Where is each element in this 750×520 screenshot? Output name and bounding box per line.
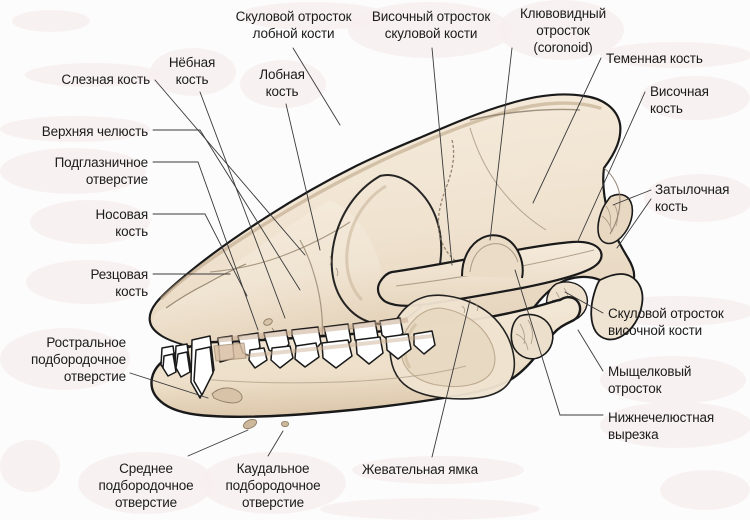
leader-masseteric-fossa (431, 299, 471, 458)
label-maxilla: Верхняя челюсть (41, 124, 148, 139)
mental-foramen-rostral (211, 387, 243, 404)
label-coronoid-process: Клювовидный отросток (coronoid) (519, 6, 607, 55)
label-condylar-process: Мыщелковый отросток (608, 364, 692, 396)
skull-bones (148, 93, 644, 430)
infraorbital-foramen-mark (263, 318, 273, 326)
leader-occipital-bone (612, 189, 652, 206)
lower-m2 (385, 333, 412, 360)
temporal-line (469, 127, 547, 231)
label-incisive-bone: Резцовая кость (90, 267, 148, 299)
diastema-shading (213, 342, 247, 362)
label-lacrimal-bone: Слезная кость (61, 72, 150, 87)
leader-palatine-bone (199, 91, 286, 319)
leader-infraorbital-foramen (152, 161, 259, 331)
label-masseteric-fossa: Жевательная ямка (362, 462, 478, 477)
leader-temporal-bone (577, 91, 646, 242)
leader-lines (129, 47, 652, 458)
leader-rostral-mental-foramen (129, 372, 209, 399)
coronoid-process (461, 234, 524, 279)
leader-zygomatic-process-of-temporal-bone (564, 291, 604, 314)
upper-gum-line (217, 317, 409, 343)
lower-carnassial (321, 339, 353, 369)
lower-pm2 (270, 345, 294, 369)
label-caudal-mental-foramen: Каудальное подбородочное отверстие (225, 461, 321, 510)
lower-m1 (355, 336, 384, 365)
label-parietal-bone: Теменная кость (606, 51, 703, 66)
muzzle-mass (152, 200, 391, 360)
label-zygomatic-process-of-temporal-bone: Скуловой отросток височной кости (608, 306, 724, 338)
label-palatine-bone: Нёбная кость (168, 55, 216, 87)
coronoid-inner (469, 243, 519, 273)
mental-foramen-middle (242, 418, 258, 430)
label-rostral-mental-foramen: Ростральное подбородочное отверстие (30, 335, 126, 384)
leader-occipital-bone-b (616, 198, 652, 249)
lower-pm1 (248, 347, 268, 369)
leader-condylar-process (577, 329, 604, 372)
dorsal-profile-shadow (160, 101, 602, 300)
leader-middle-mental-foramen (187, 429, 249, 457)
leader-temporal-process-of-zygomatic-bone (431, 47, 453, 266)
lower-canine (193, 346, 214, 396)
lower-incisor-2 (175, 351, 191, 378)
label-nasal-bone: Носовая кость (95, 207, 149, 239)
leader-zygomatic-process-of-frontal-bone (292, 47, 341, 126)
label-occipital-bone: Затылочная кость (655, 182, 730, 214)
leader-caudal-mental-foramen (267, 430, 284, 457)
occipital-region (590, 273, 644, 341)
leader-nasal-bone (152, 213, 248, 297)
nasal-maxilla-suture (209, 221, 351, 273)
lower-tooth-row (162, 330, 436, 396)
leader-mandibular-notch-b (514, 269, 561, 416)
mental-foramen-caudal (280, 420, 290, 428)
label-infraorbital-foramen: Подглазничное отверстие (54, 155, 149, 187)
label-frontal-bone: Лобная кость (259, 67, 305, 99)
label-temporal-bone: Височная кость (650, 84, 709, 116)
leader-coronoid-process (489, 47, 513, 241)
leader-maxilla (152, 129, 301, 291)
leader-frontal-bone (285, 103, 321, 251)
masseteric-fossa (400, 307, 496, 388)
sagittal-crest (469, 108, 581, 121)
nuchal-crest (603, 167, 621, 235)
lower-gum-shadow (243, 334, 433, 358)
incisive-suture (165, 263, 247, 309)
lower-incisor-1 (162, 353, 177, 377)
label-temporal-process-of-zygomatic-bone: Височный отросток скуловой кости (371, 9, 491, 41)
mandible-body-line (189, 365, 467, 384)
leader-parietal-bone (532, 57, 602, 204)
label-middle-mental-foramen: Среднее подбородочное отверстие (98, 461, 194, 510)
label-mandibular-notch: Нижнечелюстная вырезка (608, 410, 715, 442)
orbit-inner-shade (345, 184, 387, 302)
label-zygomatic-process-of-frontal-bone: Скуловой отросток лобной кости (235, 9, 352, 41)
condyle-texture (515, 319, 533, 351)
cranium-fine-detail (329, 255, 479, 314)
leader-lacrimal-bone (154, 79, 306, 256)
lower-pm3 (294, 342, 320, 368)
lower-m3 (413, 330, 436, 355)
